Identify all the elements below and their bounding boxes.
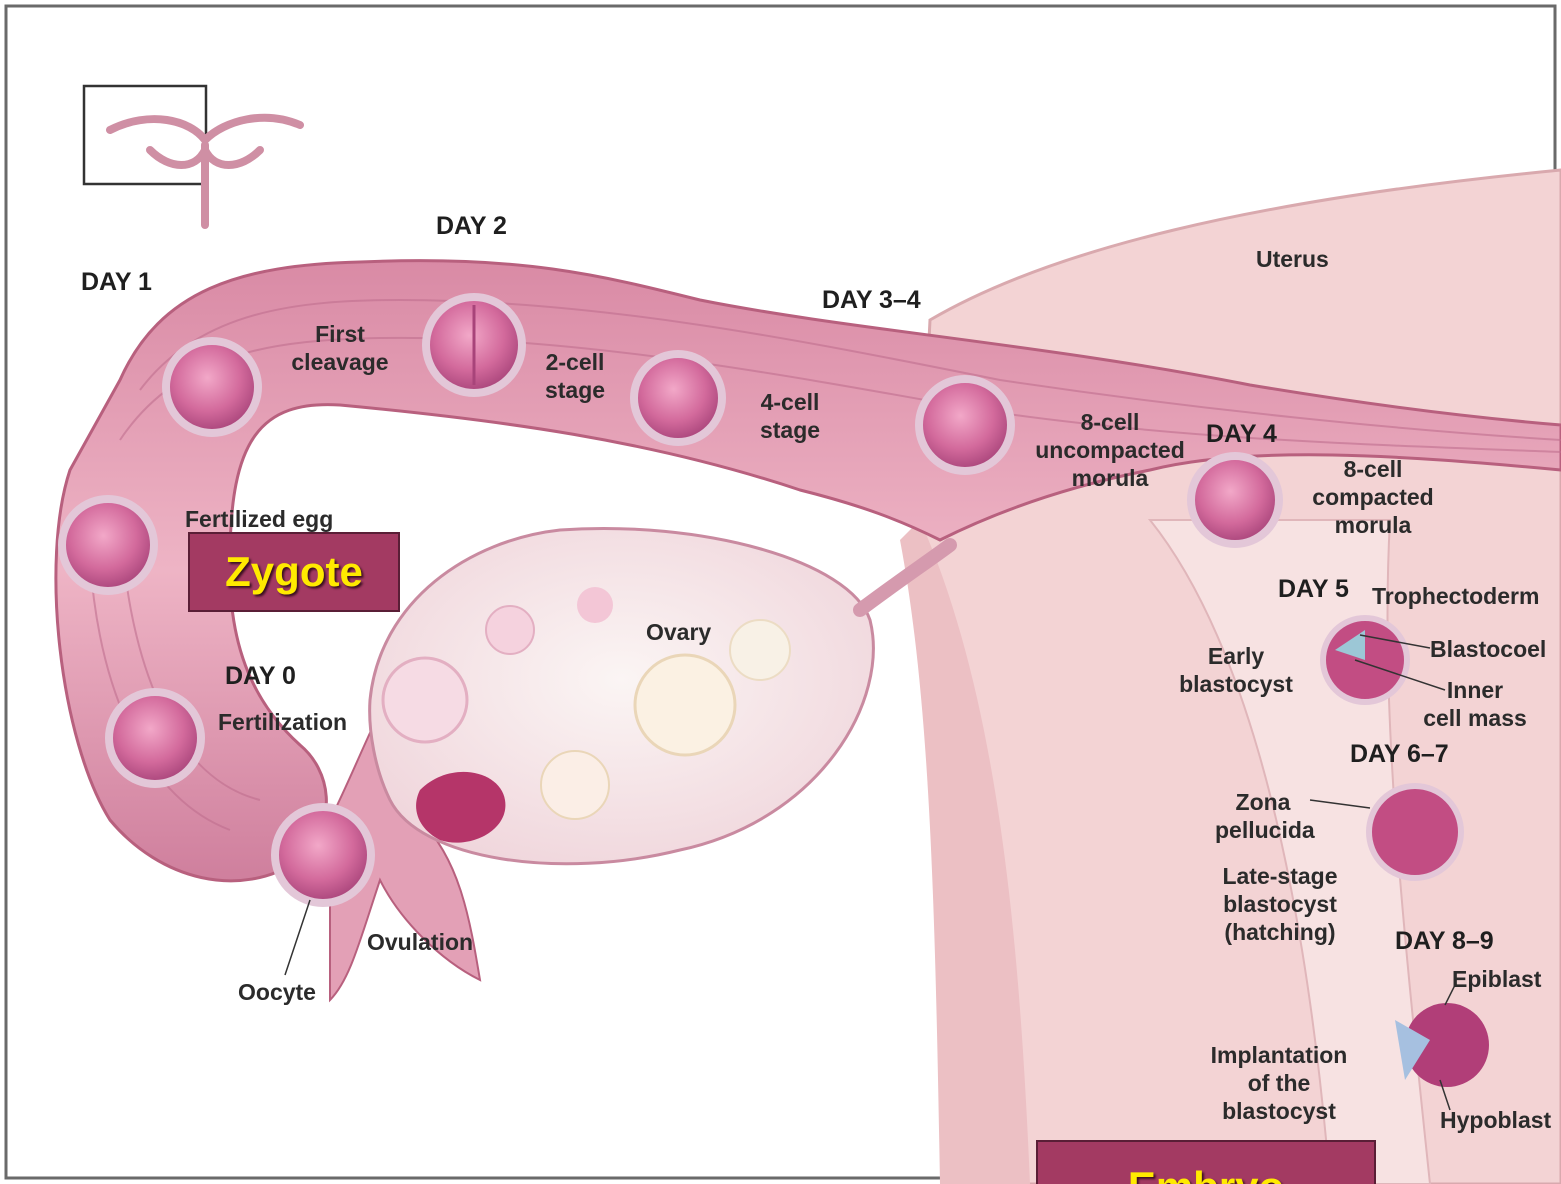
label-inner-cell-mass: Inner cell mass [1415,676,1535,732]
corpus-albicans [635,655,735,755]
follicle-small [486,606,534,654]
zygote-callout: Zygote [188,532,400,612]
label-trophectoderm: Trophectoderm [1372,582,1539,610]
label-four-cell: 4-cell stage [745,388,835,444]
hatching-blastocyst [1369,786,1461,878]
uncompacted-morula [919,379,1011,471]
corpus-luteum [541,751,609,819]
label-day-6-7: DAY 6–7 [1350,740,1449,768]
label-early-blastocyst: Early blastocyst [1170,642,1302,698]
embryo-callout: Embryo [1036,1140,1376,1184]
label-late-stage-blastocyst: Late-stage blastocyst (hatching) [1205,862,1355,946]
follicle-regressing [730,620,790,680]
label-two-cell: 2-cell stage [530,348,620,404]
label-blastocoel: Blastocoel [1430,635,1546,663]
label-day-2: DAY 2 [436,212,507,240]
label-day-0: DAY 0 [225,662,296,690]
day1-cell [166,341,258,433]
label-8cell-compacted: 8-cell compacted morula [1298,455,1448,539]
oocyte-cell [275,807,371,903]
compacted-morula [1191,456,1279,544]
label-uterus: Uterus [1256,245,1329,273]
label-implantation: Implantation of the blastocyst [1196,1041,1362,1125]
label-8cell-uncompacted: 8-cell uncompacted morula [1022,408,1198,492]
label-day-8-9: DAY 8–9 [1395,927,1494,955]
label-zona-pellucida: Zona pellucida [1215,788,1311,844]
label-oocyte: Oocyte [238,978,316,1006]
label-ovary: Ovary [646,618,711,646]
label-day-5: DAY 5 [1278,575,1349,603]
follicle-tiny [577,587,613,623]
label-hypoblast: Hypoblast [1440,1106,1551,1134]
fertilized-egg-cell [62,499,154,591]
follicle-large [383,658,467,742]
label-first-cleavage: First cleavage [280,320,400,376]
label-fertilized-egg: Fertilized egg [185,505,333,533]
label-fertilization: Fertilization [218,708,347,736]
label-ovulation: Ovulation [367,928,473,956]
label-day-3-4: DAY 3–4 [822,286,921,314]
fertilization-cell [109,692,201,784]
four-cell-embryo [634,354,722,442]
label-day-4: DAY 4 [1206,420,1277,448]
label-epiblast: Epiblast [1452,965,1541,993]
label-day-1: DAY 1 [81,268,152,296]
